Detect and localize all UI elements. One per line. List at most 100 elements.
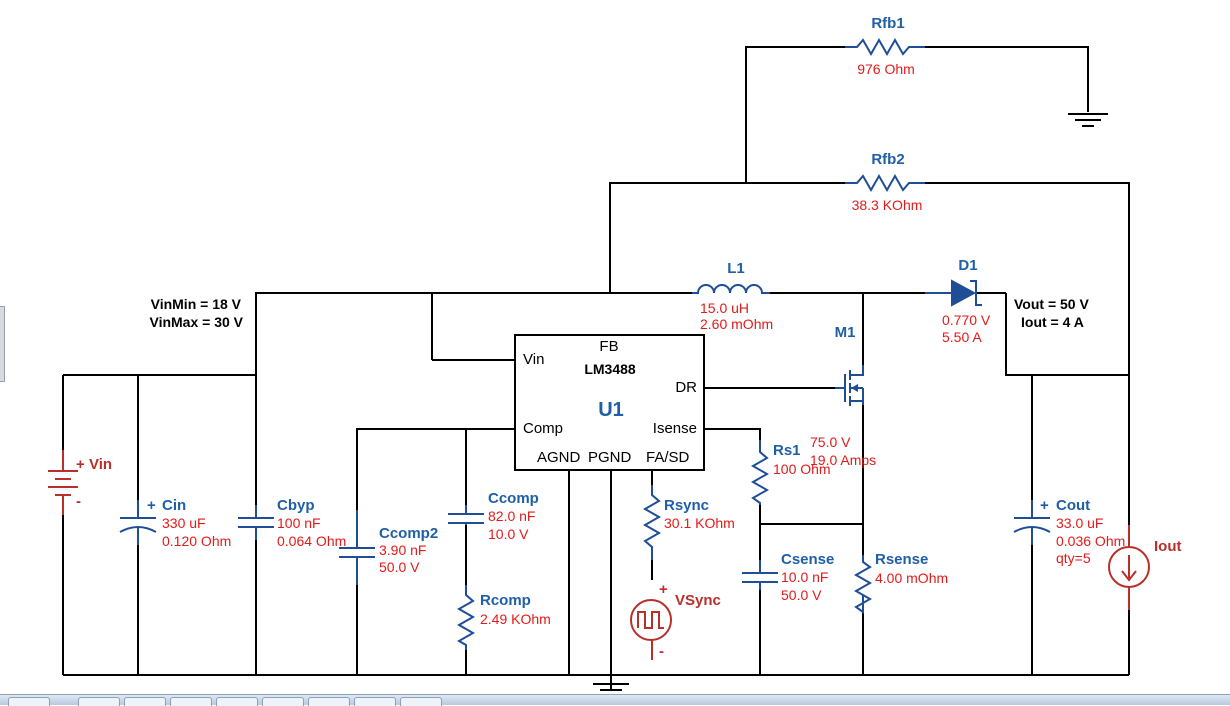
rfb2-value: 38.3 KOhm [852,197,923,213]
cout-value: 33.0 uF [1056,515,1103,531]
vin-source[interactable]: + Vin - [48,450,112,515]
wires [62,46,1130,690]
taskbar-button[interactable] [78,697,120,706]
vout-note: Vout = 50 V [1014,296,1089,312]
rfb1-value: 976 Ohm [857,61,915,77]
taskbar-button[interactable] [354,697,396,706]
rsense-ref: Rsense [875,551,928,568]
capacitor-icon [1013,500,1051,545]
capacitor-icon [119,500,157,545]
l1-esr: 2.60 mOhm [700,316,773,332]
cout-capacitor[interactable]: + Cout 33.0 uF 0.036 Ohm qty=5 [1013,497,1125,566]
taskbar-button[interactable] [216,697,258,706]
taskbar-button[interactable] [8,697,50,706]
taskbar [0,694,1230,706]
l1-inductor[interactable]: L1 15.0 uH 2.60 mOhm [692,260,773,332]
vin-plus: + [76,456,85,473]
ccomp-voltage: 10.0 V [488,526,529,542]
ccomp2-voltage: 50.0 V [379,559,420,575]
capacitor-icon [339,510,375,585]
m1-vds: 75.0 V [810,434,851,450]
vin-ref: Vin [89,456,112,473]
cin-ref: Cin [162,497,186,514]
pin-isense: Isense [653,420,697,437]
resistor-icon [845,173,925,193]
inductor-icon [692,284,770,294]
iout-source[interactable]: Iout [1108,525,1182,610]
ccomp2-value: 3.90 nF [379,542,426,558]
rcomp-value: 2.49 KOhm [480,611,551,627]
taskbar-button[interactable] [308,697,350,706]
cbyp-capacitor[interactable]: Cbyp 100 nF 0.064 Ohm [238,497,346,549]
d1-vf: 0.770 V [942,312,991,328]
mosfet-icon [835,365,864,406]
cin-esr: 0.120 Ohm [162,533,231,549]
rsense-value: 4.00 mOhm [875,570,948,586]
diode-icon [925,279,982,307]
cout-plus: + [1040,497,1049,514]
ground-icon [1068,113,1108,127]
m1-ref: M1 [835,324,856,341]
pin-fasd: FA/SD [646,449,690,466]
collapsed-side-panel-tab[interactable] [0,306,5,382]
vsync-ref: VSync [675,592,721,609]
csense-ref: Csense [781,551,834,568]
pin-comp: Comp [523,420,563,437]
ground-icon [593,683,629,691]
cout-esr: 0.036 Ohm [1056,533,1125,549]
rfb2-ref: Rfb2 [871,151,904,168]
rs1-resistor[interactable]: Rs1 100 Ohm [750,440,831,505]
rsense-resistor[interactable]: Rsense 4.00 mOhm [853,551,948,614]
current-source-icon [1108,525,1150,610]
capacitor-icon [238,505,274,540]
rsync-resistor[interactable]: Rsync 30.1 KOhm [642,485,735,560]
rs1-value: 100 Ohm [773,461,831,477]
m1-id: 19.0 Amps [810,452,876,468]
u1-controller[interactable]: FB Vin LM3488 DR U1 Comp Isense AGND PGN… [514,334,705,471]
ccomp2-capacitor[interactable]: Ccomp2 3.90 nF 50.0 V [339,510,438,585]
pin-agnd: AGND [537,449,581,466]
resistor-icon [853,555,873,614]
cin-plus: + [147,497,156,514]
cbyp-ref: Cbyp [277,497,315,514]
rcomp-resistor[interactable]: Rcomp 2.49 KOhm [456,585,551,650]
ccomp2-ref: Ccomp2 [379,525,438,542]
pin-pgnd: PGND [588,449,632,466]
iout-ref: Iout [1154,538,1182,555]
vsync-minus: - [659,643,664,660]
rsync-ref: Rsync [664,497,709,514]
vin-minus: - [76,493,81,510]
d1-current: 5.50 A [942,329,982,345]
rsync-value: 30.1 KOhm [664,515,735,531]
vsync-source[interactable]: + VSync - [630,581,721,660]
battery-icon [48,450,78,515]
capacitor-icon [448,505,484,525]
rs1-ref: Rs1 [773,442,801,459]
ccomp-value: 82.0 nF [488,508,535,524]
csense-capacitor[interactable]: Csense 10.0 nF 50.0 V [742,551,834,603]
iout-note: Iout = 4 A [1021,314,1084,330]
cout-qty: qty=5 [1056,550,1091,566]
taskbar-button[interactable] [170,697,212,706]
cin-capacitor[interactable]: + Cin 330 uF 0.120 Ohm [119,497,231,549]
taskbar-button[interactable] [400,697,442,706]
rfb2-resistor[interactable]: Rfb2 38.3 KOhm [845,151,925,213]
resistor-icon [750,440,770,505]
capacitor-icon [742,560,778,590]
resistor-icon [456,585,476,650]
rfb1-resistor[interactable]: Rfb1 976 Ohm [845,15,925,77]
cbyp-esr: 0.064 Ohm [277,533,346,549]
cbyp-value: 100 nF [277,515,321,531]
taskbar-button[interactable] [262,697,304,706]
taskbar-button[interactable] [124,697,166,706]
ccomp-capacitor[interactable]: Ccomp 82.0 nF 10.0 V [448,490,539,542]
m1-mosfet[interactable]: M1 75.0 V 19.0 Amps [810,324,876,468]
cout-ref: Cout [1056,497,1090,514]
pin-dr: DR [675,379,697,396]
cin-value: 330 uF [162,515,206,531]
pin-vin: Vin [523,351,544,368]
d1-diode[interactable]: D1 0.770 V 5.50 A [925,257,991,345]
pin-fb: FB [599,338,618,355]
ccomp-ref: Ccomp [488,490,539,507]
